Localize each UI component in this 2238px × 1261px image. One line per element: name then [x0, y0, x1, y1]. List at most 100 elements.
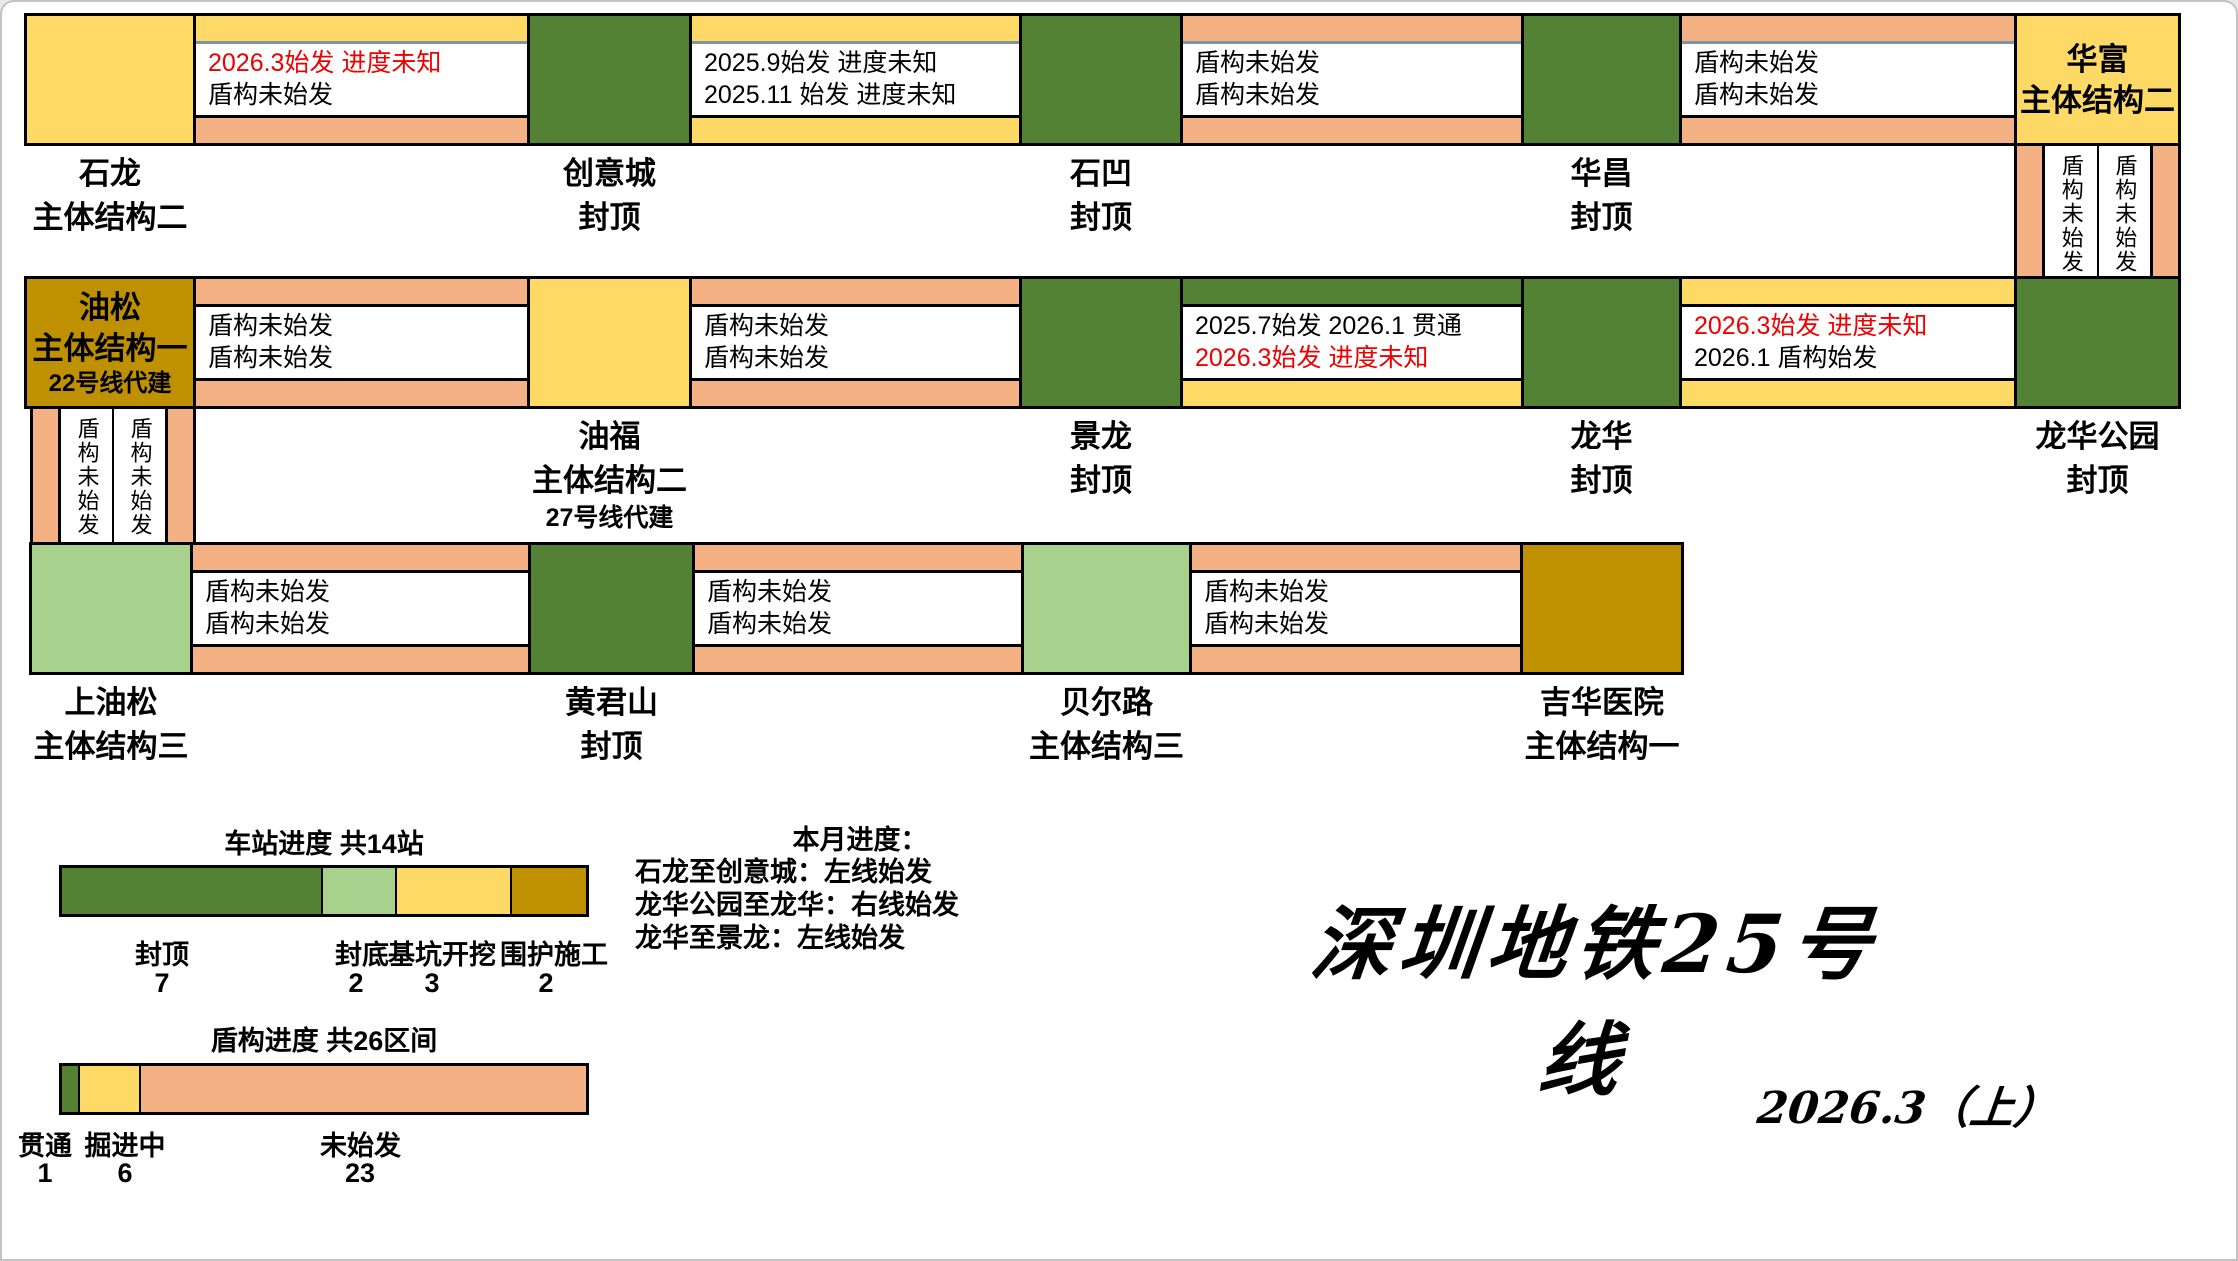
station-box-huachang[interactable]	[1521, 13, 1682, 146]
legend-swatch-excavation	[397, 868, 512, 914]
legend-count-not-started: 23	[344, 1158, 376, 1188]
tunnel-bar-left-line	[33, 409, 61, 542]
monthly-progress-line: 石龙至创意城：左线始发	[635, 857, 932, 887]
station-label-youfu: 油福 主体结构二 27号线代建	[487, 415, 732, 534]
monthly-progress-line: 龙华公园至龙华：右线始发	[635, 890, 959, 920]
station-label-beierlu: 贝尔路 主体结构三	[1021, 681, 1192, 769]
segment-huachang-huafu[interactable]: 盾构未始发 盾构未始发	[1679, 13, 2017, 146]
legend-station-bar	[59, 865, 589, 917]
station-label-huafu: 华富 主体结构二	[2017, 16, 2178, 143]
station-label-huangjunshan: 黄君山 封顶	[528, 681, 695, 769]
segment-chuangyicheng-shiao[interactable]: 2025.9始发 进度未知 2025.11 始发 进度未知	[689, 13, 1022, 146]
station-name: 创意城	[563, 156, 656, 191]
segment-status-line: 2026.3始发 进度未知	[1195, 344, 1429, 373]
segment-shangyousong-huangjunshan[interactable]: 盾构未始发 盾构未始发	[190, 542, 531, 675]
station-box-longhuagongyuan[interactable]	[2014, 276, 2181, 409]
station-label-shangyousong: 上油松 主体结构三	[29, 681, 193, 769]
legend-swatch-not-started	[140, 1066, 586, 1112]
station-box-huangjunshan[interactable]	[528, 542, 695, 675]
legend-swatch-topped-out	[62, 868, 323, 914]
segment-status-line: 盾构未始发	[2096, 146, 2151, 276]
tunnel-bar-right-line	[1682, 378, 2014, 406]
segment-jinglong-longhua[interactable]: 2025.7始发 2026.1 贯通 2026.3始发 进度未知	[1180, 276, 1524, 409]
station-box-shiao[interactable]	[1019, 13, 1183, 146]
station-name: 上油松	[64, 685, 158, 720]
segment-status-line: 盾构未始发	[707, 610, 833, 639]
tunnel-bar-left-line	[1682, 16, 2014, 44]
segment-status-line: 2026.1 盾构始发	[1694, 344, 1878, 373]
station-label-jinglong: 景龙 封顶	[1019, 415, 1183, 503]
segment-status-line: 盾构未始发	[74, 417, 100, 537]
station-box-huafu[interactable]: 华富 主体结构二	[2014, 13, 2181, 146]
legend-station-title: 车站进度 共14站	[224, 829, 424, 859]
segment-yousong-shangyousong[interactable]: 盾构未始发 盾构未始发	[30, 406, 196, 545]
tunnel-bar-right-line	[196, 115, 527, 143]
segment-status-box: 盾构未始发 盾构未始发	[61, 409, 165, 542]
segment-status-box: 盾构未始发 盾构未始发	[1682, 44, 2014, 115]
station-box-jinglong[interactable]	[1019, 276, 1183, 409]
station-label-huachang: 华昌 封顶	[1521, 152, 1682, 240]
station-box-shilong[interactable]	[24, 13, 196, 146]
segment-status-line: 2026.3始发 进度未知	[208, 48, 442, 77]
station-name: 华昌	[1570, 156, 1633, 191]
segment-huangjunshan-beierlu[interactable]: 盾构未始发 盾构未始发	[692, 542, 1024, 675]
tunnel-bar-left-line	[196, 279, 527, 307]
legend-count-topped-out: 7	[154, 968, 170, 998]
monthly-progress-title: 本月进度：	[792, 825, 928, 855]
station-box-youfu[interactable]	[527, 276, 692, 409]
tunnel-bar-right-line	[196, 378, 527, 406]
segment-youfu-jinglong[interactable]: 盾构未始发 盾构未始发	[689, 276, 1022, 409]
segment-status-line: 盾构未始发	[1694, 48, 1820, 77]
legend-label-topped-out: 封顶	[135, 940, 189, 970]
station-status: 主体结构一	[1524, 729, 1680, 764]
tunnel-bar-right-line	[165, 409, 193, 542]
segment-status-line: 盾构未始发	[208, 344, 334, 373]
segment-shilong-chuangyicheng[interactable]: 2026.3始发 进度未知 盾构未始发	[193, 13, 530, 146]
tunnel-bar-left-line	[695, 545, 1021, 573]
segment-status-line: 盾构未始发	[704, 344, 830, 373]
segment-status-line: 2026.3始发 进度未知	[1694, 311, 1928, 340]
tunnel-bar-right-line	[193, 644, 528, 672]
station-label-yousong: 油松 主体结构一 22号线代建	[27, 279, 193, 406]
station-box-shangyousong[interactable]	[29, 542, 193, 675]
legend-label-not-started: 未始发	[320, 1131, 401, 1161]
station-name: 龙华公园	[2035, 419, 2160, 454]
tunnel-bar-left-line	[193, 545, 528, 573]
legend-swatch-bottom-sealed	[322, 868, 398, 914]
legend-swatch-digging	[79, 1066, 141, 1112]
tunnel-bar-right-line	[2150, 146, 2178, 276]
station-name: 油松	[79, 289, 141, 325]
segment-status-line: 盾构未始发	[704, 311, 830, 340]
station-box-yousong[interactable]: 油松 主体结构一 22号线代建	[24, 276, 196, 409]
segment-yousong-youfu[interactable]: 盾构未始发 盾构未始发	[193, 276, 530, 409]
segment-huafu-longhuagongyuan[interactable]: 盾构未始发 盾构未始发	[2014, 143, 2181, 279]
segment-shiao-huachang[interactable]: 盾构未始发 盾构未始发	[1180, 13, 1524, 146]
segment-longhua-longhuagongyuan[interactable]: 2026.3始发 进度未知 2026.1 盾构始发	[1679, 276, 2017, 409]
station-status: 封顶	[1070, 200, 1132, 235]
station-box-beierlu[interactable]	[1021, 542, 1192, 675]
legend-count-through: 1	[37, 1158, 53, 1188]
tunnel-bar-left-line	[1183, 279, 1521, 307]
segment-status-box: 盾构未始发 盾构未始发	[1183, 44, 1521, 115]
segment-status-box: 盾构未始发 盾构未始发	[695, 573, 1021, 644]
station-box-chuangyicheng[interactable]	[527, 13, 692, 146]
station-box-longhua[interactable]	[1521, 276, 1682, 409]
tunnel-bar-right-line	[692, 378, 1019, 406]
station-box-jihuayiyuan[interactable]	[1520, 542, 1684, 675]
segment-beierlu-jihuayiyuan[interactable]: 盾构未始发 盾构未始发	[1189, 542, 1523, 675]
station-status: 封顶	[1570, 200, 1633, 235]
station-name: 吉华医院	[1540, 685, 1664, 720]
station-name: 石龙	[79, 156, 141, 191]
station-label-shiao: 石凹 封顶	[1019, 152, 1183, 240]
station-name: 贝尔路	[1060, 685, 1153, 720]
segment-status-box: 盾构未始发 盾构未始发	[2045, 146, 2150, 276]
station-status: 主体结构三	[33, 729, 189, 764]
segment-status-line: 盾构未始发	[1195, 81, 1321, 110]
legend-count-digging: 6	[117, 1158, 133, 1188]
tunnel-bar-left-line	[692, 16, 1019, 44]
monthly-progress-line: 龙华至景龙：左线始发	[635, 923, 905, 953]
segment-status-line: 盾构未始发	[112, 409, 165, 542]
station-status: 封顶	[578, 200, 641, 235]
station-status: 主体结构二	[532, 463, 687, 498]
station-note: 22号线代建	[48, 369, 172, 397]
